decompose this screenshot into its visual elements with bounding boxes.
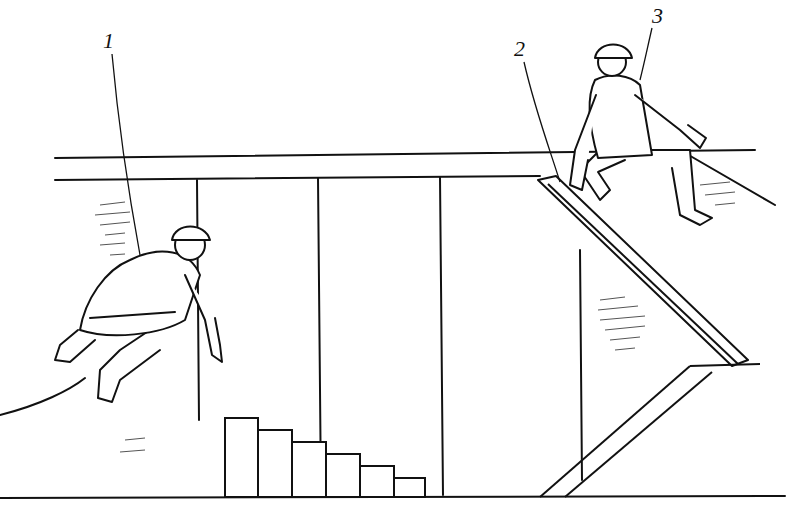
- step: [258, 430, 292, 497]
- hatch: [95, 202, 130, 255]
- leader-line: [112, 54, 140, 255]
- callout-number: 3: [652, 5, 663, 27]
- worker-leg: [645, 150, 712, 225]
- step: [326, 454, 360, 497]
- step: [360, 466, 394, 497]
- panel-joint: [440, 177, 443, 495]
- worker-three: [570, 45, 712, 226]
- worker-helmet: [595, 45, 632, 59]
- slope-board: [538, 176, 760, 497]
- slope-edge: [565, 372, 712, 497]
- callout-number: 1: [103, 30, 114, 52]
- worker-body: [589, 75, 652, 158]
- board-plank: [538, 176, 748, 366]
- worker-one: [55, 227, 222, 403]
- berm-edge: [690, 364, 760, 366]
- worker-arm: [635, 95, 706, 148]
- worker-leg: [98, 330, 160, 402]
- worker-arm: [185, 275, 222, 362]
- hatch: [120, 438, 145, 452]
- worker-leg: [55, 330, 95, 362]
- step: [292, 442, 326, 497]
- panel-joint: [580, 250, 582, 480]
- worker-arm: [570, 95, 596, 190]
- slope-edge: [540, 366, 690, 497]
- callout-number: 2: [514, 38, 525, 60]
- worker-body: [80, 252, 200, 336]
- leader-lines: [112, 28, 652, 255]
- worker-belt: [90, 312, 175, 318]
- safety-rope: [0, 378, 85, 415]
- leader-line: [524, 62, 560, 182]
- soil-hatching: [95, 182, 735, 452]
- worker-helmet: [172, 227, 210, 241]
- step: [225, 418, 258, 497]
- step: [394, 478, 425, 497]
- hatch: [700, 182, 735, 205]
- hatch: [598, 297, 645, 350]
- leader-line: [640, 28, 652, 80]
- stair-steps: [225, 418, 425, 497]
- trench-walls: [0, 150, 785, 498]
- board-edge: [548, 184, 738, 364]
